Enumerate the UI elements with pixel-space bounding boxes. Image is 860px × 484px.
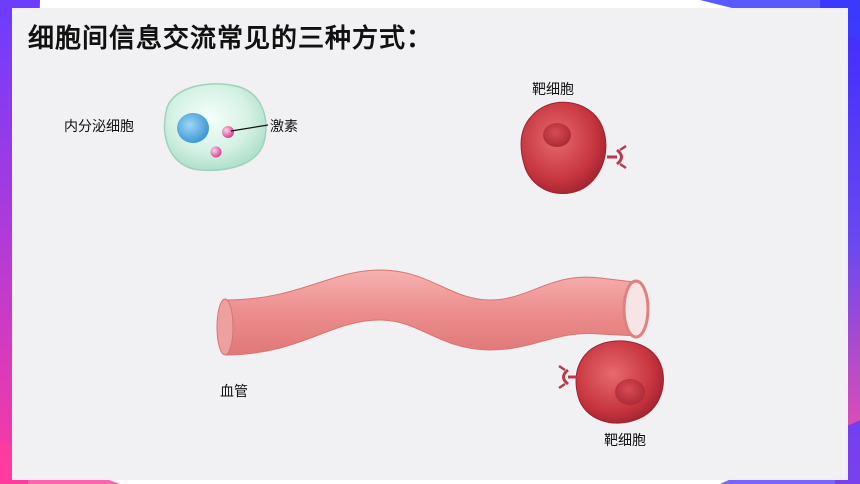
receptor-icon <box>558 364 578 390</box>
target-cell-nucleus <box>615 379 645 405</box>
blood-vessel <box>216 269 650 356</box>
label-target-cell-top: 靶细胞 <box>532 82 574 98</box>
label-blood-vessel: 血管 <box>220 384 248 400</box>
endocrine-cell <box>163 83 267 172</box>
hormone-particle <box>222 126 234 138</box>
label-hormone: 激素 <box>270 119 298 135</box>
target-cell-nucleus <box>543 123 571 147</box>
receptor-icon <box>607 144 627 170</box>
slide-title: 细胞间信息交流常见的三种方式： <box>28 24 434 54</box>
label-target-cell-bottom: 靶细胞 <box>604 433 646 449</box>
hormone-pointer-line <box>230 124 269 132</box>
label-endocrine-cell: 内分泌细胞 <box>64 119 134 135</box>
content-panel <box>12 8 848 480</box>
target-cell-top <box>520 101 627 195</box>
nucleus <box>177 113 209 143</box>
hormone-particle <box>210 146 222 158</box>
target-cell-bottom <box>558 340 664 424</box>
